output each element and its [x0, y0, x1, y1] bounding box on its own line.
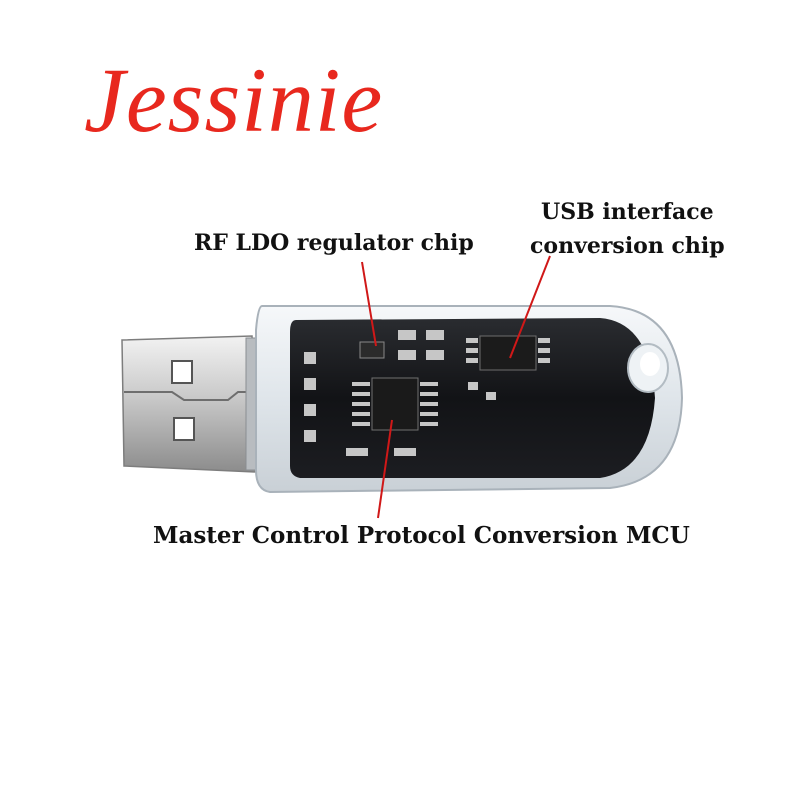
pcb-components — [304, 330, 550, 456]
pointer-lines — [361, 255, 551, 519]
keyring-hole-icon — [627, 343, 669, 393]
mcu-label: Master Control Protocol Conversion MCU — [153, 522, 690, 549]
usb-chip-label-line2: conversion chip — [530, 233, 725, 259]
brand-logo: Jessinie — [84, 49, 384, 151]
usb-chip-label: USB interface conversion chip — [530, 195, 725, 263]
usb-connector — [121, 335, 269, 473]
rf-ldo-label: RF LDO regulator chip — [194, 230, 474, 256]
usb-chip-label-line1: USB interface — [541, 199, 714, 225]
